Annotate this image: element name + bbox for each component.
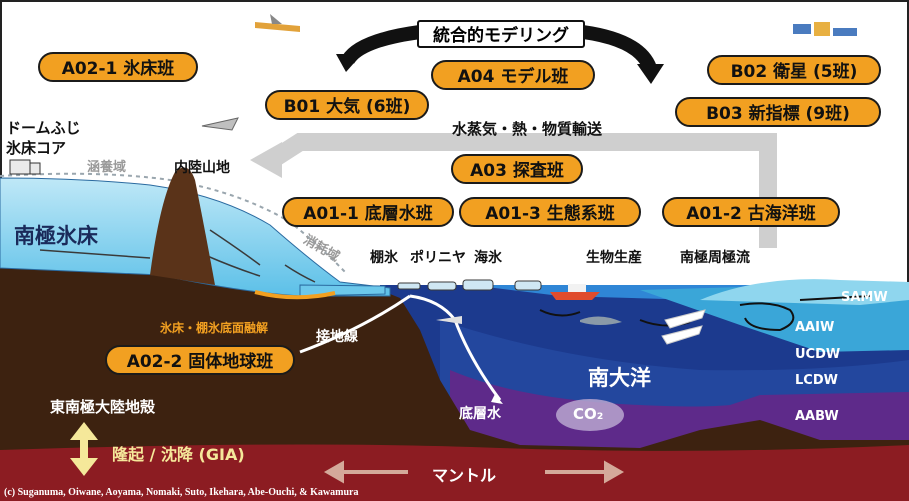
sea-ice-floes: [397, 279, 542, 291]
inland-mountains-label: 内陸山地: [174, 160, 230, 176]
mantle-band: [0, 444, 909, 501]
team-a01-1: A01-1 底層水班: [282, 197, 454, 227]
gia-updown-icon: [70, 422, 98, 476]
samw-label: SAMW: [841, 290, 888, 305]
bottom-water-arrowhead: [491, 394, 503, 404]
ice-shelf-label: 棚氷: [370, 250, 398, 266]
basal-melt-label: 氷床・棚氷底面融解: [160, 321, 269, 335]
aircraft-icon: [255, 14, 300, 32]
team-a01-3: A01-3 生態系班: [459, 197, 641, 227]
team-a04: A04 モデル班: [431, 60, 595, 90]
mantle-arrows: [323, 460, 625, 484]
satellite-icon: [793, 22, 857, 36]
dome-fuji-label: ドームふじ 氷床コア: [6, 119, 81, 157]
ice-sheet-label: 南極氷床: [14, 224, 98, 248]
aabw-label: AABW: [795, 409, 839, 424]
grounding-line-label: 接地線: [316, 329, 358, 345]
co2-label: CO₂: [573, 405, 604, 423]
team-a02-2: A02-2 固体地球班: [105, 345, 295, 375]
transport-arrow: [267, 133, 777, 248]
upwelling-arrows: [661, 309, 706, 345]
samw-layer: [700, 279, 909, 305]
crust: [0, 268, 909, 501]
co2-blob: [556, 399, 624, 431]
ucdw-label: UCDW: [795, 347, 841, 362]
credit-text: (c) Suganuma, Oiwane, Aoyama, Nomaki, Su…: [4, 487, 359, 498]
aaiw-label: AAIW: [795, 320, 835, 335]
team-a02-1: A02-1 氷床班: [38, 52, 198, 82]
team-b01: B01 大気 (6班): [265, 90, 429, 120]
research-ship-icon: [550, 284, 600, 300]
integrated-modeling-title: 統合的モデリング: [417, 20, 585, 48]
core-hut-icon: [9, 159, 41, 175]
team-b02: B02 衛星 (5班): [707, 55, 881, 85]
float-icon: [436, 316, 462, 324]
fish-icon: [580, 316, 622, 325]
acc-label: 南極周極流: [680, 250, 750, 266]
ice-shelf: [299, 284, 386, 297]
sea-ice-label: 海氷: [474, 250, 502, 266]
inland-mountain: [150, 167, 215, 285]
lcdw-label: LCDW: [795, 373, 838, 388]
basal-melt-line: [254, 290, 336, 300]
crust-label: 東南極大陸地殻: [50, 398, 156, 416]
bottom-water-label: 底層水: [459, 406, 501, 422]
accumulation-label: 涵養域: [87, 160, 127, 175]
model-arrow-right: [581, 25, 657, 71]
grounding-arrow: [299, 294, 411, 354]
snow-surface-line: [0, 172, 346, 273]
southern-ocean-label: 南大洋: [588, 366, 651, 390]
team-b03: B03 新指標 (9班): [675, 97, 881, 127]
bio-production-label: 生物生産: [586, 250, 642, 266]
polynya-label: ポリニヤ: [410, 250, 466, 266]
model-arrowhead-left: [336, 54, 362, 72]
transport-arrowhead: [250, 142, 282, 178]
drone-icon: [201, 117, 239, 131]
gia-label: 隆起 / 沈降 (GIA): [112, 445, 245, 464]
team-a01-2: A01-2 古海洋班: [662, 197, 840, 227]
ice-flow-arrows: [39, 229, 316, 283]
model-arrowhead-right: [637, 64, 664, 84]
mantle-label: マントル: [432, 466, 497, 485]
team-a03: A03 探査班: [451, 154, 583, 184]
transport-label: 水蒸気・熱・物質輸送: [452, 120, 603, 138]
